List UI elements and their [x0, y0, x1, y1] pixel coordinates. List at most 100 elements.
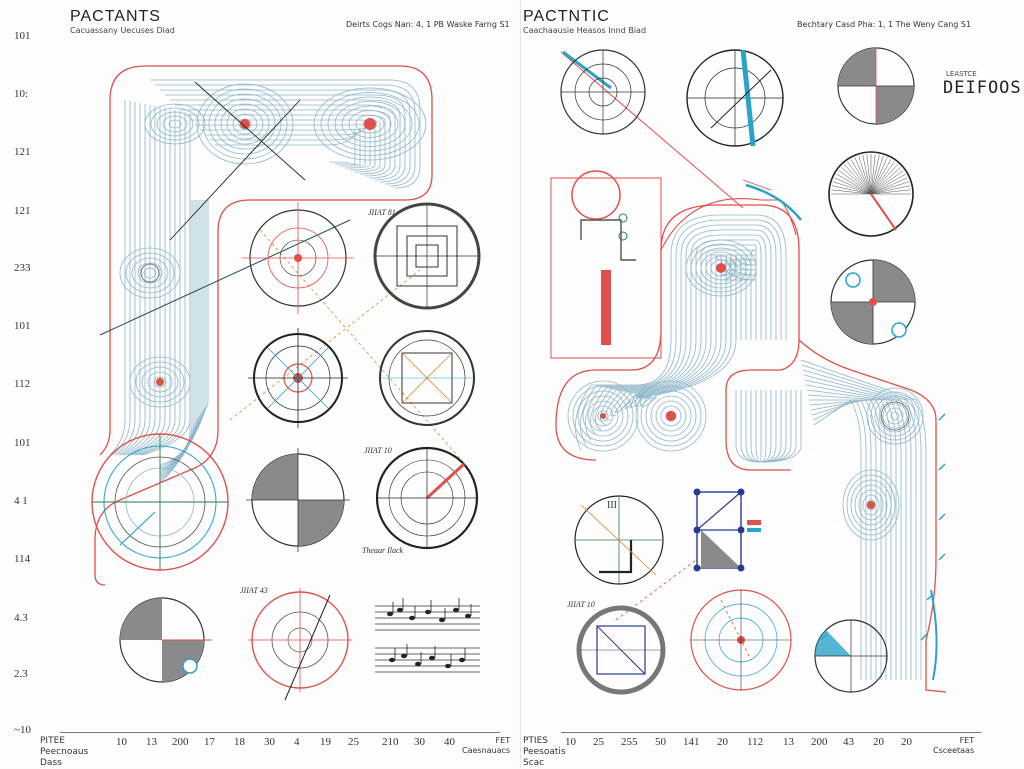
contour-line: [190, 119, 381, 173]
footer-line: Csceetaas: [933, 746, 975, 755]
y-tick: 101: [14, 437, 31, 449]
pointer-line: [99, 219, 351, 336]
contour-ring: [119, 247, 181, 299]
contour-line: [760, 390, 777, 463]
radar-dial: [560, 49, 646, 135]
contour-line: [112, 101, 131, 456]
right-title: PACTNTIC: [523, 8, 610, 25]
note-glyphs: [387, 598, 472, 669]
contour-line: [745, 390, 762, 463]
sunburst-ray: [831, 185, 872, 195]
x-axis-line: [60, 732, 500, 733]
pointer-line: [169, 99, 301, 241]
contour-ring: [572, 385, 634, 447]
contour-ring: [153, 376, 167, 388]
sunburst-ray: [862, 154, 872, 195]
contour-line: [800, 359, 927, 680]
sunburst-ray: [844, 164, 872, 195]
connector-dashed: [615, 559, 697, 621]
note-head: [387, 611, 393, 617]
side-subtitle: LEASTCE: [946, 70, 977, 78]
sunburst-ray: [836, 173, 872, 195]
footer-line: PTIES: [523, 736, 548, 746]
contour-line: [210, 127, 361, 166]
pointer-line: [194, 81, 306, 181]
note-head: [429, 655, 435, 661]
contour-line: [809, 399, 887, 680]
contour-ring: [866, 387, 924, 445]
contour-line: [805, 384, 902, 680]
contour-line: [811, 399, 872, 680]
contour-line: [159, 200, 207, 482]
note-head: [401, 653, 407, 659]
footer-line: Caesnauacs: [462, 746, 511, 755]
contour-line: [755, 390, 762, 463]
side-title: DEIFOOS: [943, 78, 1022, 98]
note-head: [453, 607, 459, 613]
left-subtitle: Cacuassany Uecuses Diad: [70, 26, 175, 35]
contour-line: [635, 254, 757, 407]
left-footer-right: FET Caesnauacs: [462, 736, 510, 756]
footer-line: FET: [959, 736, 975, 745]
y-tick: 112: [14, 378, 31, 390]
sunburst-ray: [870, 189, 911, 195]
contour-ring: [125, 252, 175, 294]
contour-ring: [886, 407, 904, 425]
contour-ring: [846, 474, 896, 536]
contour-ring: [635, 380, 707, 452]
x-tick: 210: [382, 736, 399, 748]
right-subtitle: Caachaausie Heasos Innd Biad: [523, 26, 647, 35]
grid-dial: [379, 330, 475, 426]
schematic-bar: [601, 270, 611, 345]
contour-ring: [341, 105, 399, 143]
x-tick: 25: [593, 736, 604, 748]
footer-line: Peesoatis: [523, 747, 566, 757]
x-tick: 10: [565, 736, 576, 748]
contour-line: [580, 219, 782, 446]
tick-mark: [938, 413, 946, 421]
x-axis-line: [561, 732, 981, 733]
left-diagram-drawing: [91, 65, 481, 701]
contour-line: [134, 110, 176, 456]
contour-line: [165, 94, 406, 183]
contour-line: [802, 369, 917, 680]
sunburst-ray: [854, 157, 872, 195]
note-head: [409, 615, 415, 621]
sunburst-ray: [831, 189, 872, 195]
notation-staff: [375, 605, 480, 673]
contour-ring: [640, 385, 702, 447]
x-tick: 13: [783, 736, 794, 748]
contour-line: [124, 106, 156, 456]
left-footer-block: PITEE Peecnoaus Dass: [40, 736, 88, 769]
note-head: [465, 613, 471, 619]
target-ring: [880, 401, 910, 431]
quadrant-dial: [246, 448, 350, 552]
contour-line: [170, 99, 401, 181]
needle-dial: [686, 49, 784, 147]
contour-line: [117, 103, 141, 456]
contour-ring: [878, 399, 912, 433]
note-head: [439, 617, 445, 623]
contour-line: [807, 394, 892, 680]
note-head: [389, 657, 395, 663]
x-tick: 18: [234, 736, 245, 748]
hotspot-marker: [156, 378, 164, 386]
y-tick: 10:: [14, 88, 29, 100]
x-tick: 20: [901, 736, 912, 748]
y-tick: 101: [14, 30, 31, 42]
contour-ring: [162, 115, 188, 133]
sunburst-ray: [870, 157, 888, 195]
contour-ring: [577, 390, 629, 442]
contour-line: [215, 129, 356, 166]
tick-mark: [938, 463, 946, 471]
contour-line: [137, 111, 181, 456]
gauge-ring: [571, 170, 621, 220]
contour-ring: [597, 410, 609, 422]
sunburst-ray: [870, 167, 901, 195]
contour-ring: [685, 239, 757, 297]
indicator-dot: [618, 213, 628, 223]
sunburst-ray: [841, 167, 872, 195]
contour-line: [175, 104, 396, 179]
y-tick: 233: [14, 262, 31, 274]
pie-dial: [119, 597, 212, 683]
